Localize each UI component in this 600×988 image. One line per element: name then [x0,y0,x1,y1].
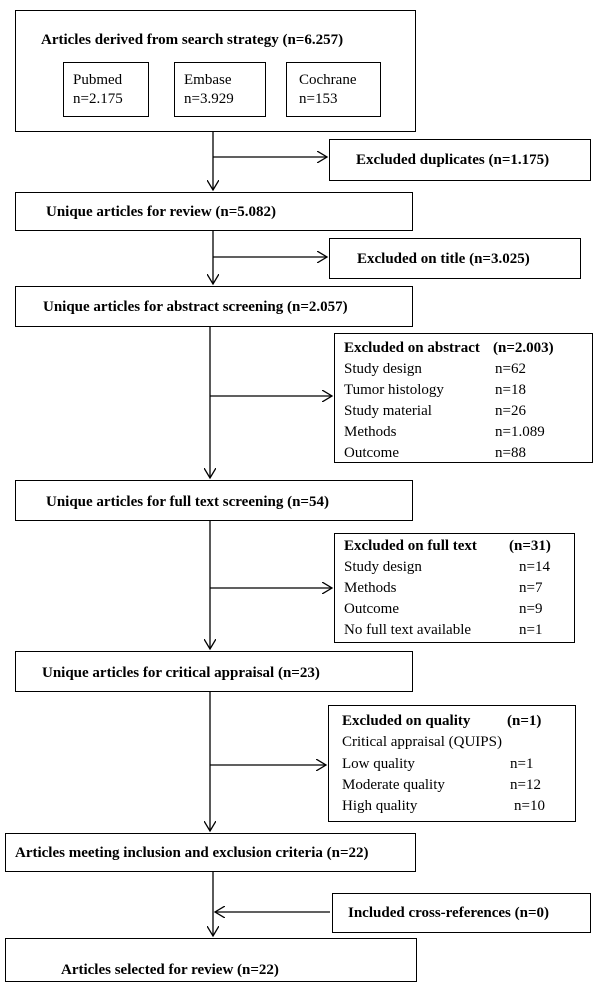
unique-review-text: Unique articles for review (n=5.082) [46,204,277,220]
excluded-abstract-count: (n=2.003) [493,340,554,356]
included-crossref-text: Included cross-references (n=0) [348,905,550,921]
excluded-duplicates-box: Excluded duplicates (n=1.175) [329,139,591,181]
excluded-quality-box: Excluded on quality (n=1) Critical appra… [328,705,576,822]
meeting-criteria-box: Articles meeting inclusion and exclusion… [5,833,416,872]
unique-fulltext-box: Unique articles for full text screening … [15,480,413,521]
unique-appraisal-text: Unique articles for critical appraisal (… [42,665,320,681]
source-cochrane-name: Cochrane [299,72,357,88]
unique-abstract-box: Unique articles for abstract screening (… [15,286,413,327]
search-strategy-title: Articles derived from search strategy (n… [41,32,344,48]
excluded-fulltext-box: Excluded on full text (n=31) Study desig… [334,533,575,643]
unique-abstract-text: Unique articles for abstract screening (… [43,299,348,315]
selected-box: Articles selected for review (n=22) [5,938,417,982]
meeting-criteria-text: Articles meeting inclusion and exclusion… [15,845,369,861]
excluded-duplicates-text: Excluded duplicates (n=1.175) [356,152,550,168]
included-crossref-box: Included cross-references (n=0) [332,893,591,933]
source-pubmed-name: Pubmed [73,72,123,88]
excluded-quality-count: (n=1) [507,713,542,729]
source-embase-count: n=3.929 [184,91,234,107]
unique-review-box: Unique articles for review (n=5.082) [15,192,413,231]
excluded-fulltext-count: (n=31) [509,538,551,554]
unique-fulltext-text: Unique articles for full text screening … [46,494,329,510]
excluded-title-box: Excluded on title (n=3.025) [329,238,581,279]
excluded-abstract-box: Excluded on abstract (n=2.003) Study des… [334,333,593,463]
source-cochrane-box: Cochrane n=153 [286,62,381,117]
source-embase-box: Embase n=3.929 [174,62,266,117]
excluded-title-text: Excluded on title (n=3.025) [357,251,530,267]
source-pubmed-count: n=2.175 [73,91,123,107]
excluded-abstract-header: Excluded on abstract [344,340,480,356]
source-embase-name: Embase [184,72,232,88]
source-pubmed-box: Pubmed n=2.175 [63,62,149,117]
unique-appraisal-box: Unique articles for critical appraisal (… [15,651,413,692]
search-strategy-box: Articles derived from search strategy (n… [15,10,416,132]
excluded-quality-header: Excluded on quality [342,713,471,729]
selected-text: Articles selected for review (n=22) [61,962,279,978]
source-cochrane-count: n=153 [299,91,338,107]
excluded-fulltext-header: Excluded on full text [344,538,477,554]
